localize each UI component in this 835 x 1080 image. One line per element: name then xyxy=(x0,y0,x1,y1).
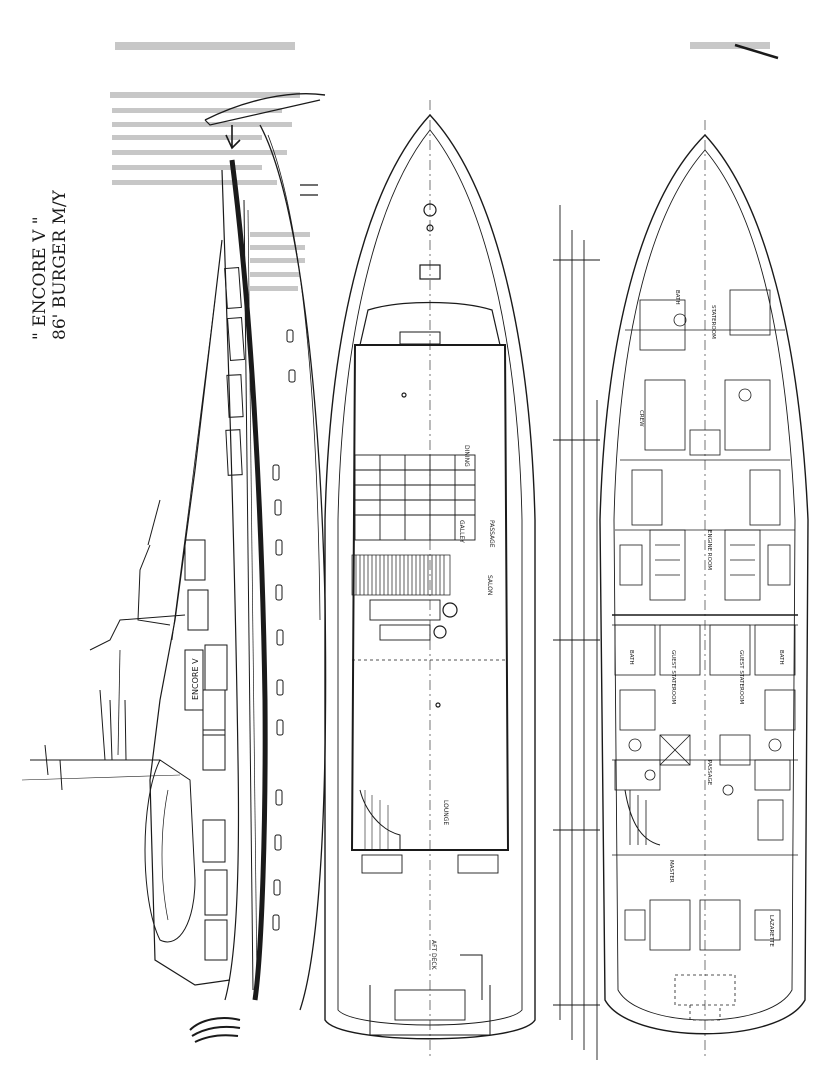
label-guest-stateroom-port: GUEST STATEROOM xyxy=(670,650,676,704)
label-passage: PASSAGE xyxy=(488,520,495,548)
label-crew: CREW xyxy=(638,410,644,427)
faded-text-smudge xyxy=(110,42,770,291)
label-engine-room: ENGINE ROOM xyxy=(706,530,712,570)
label-galley: GALLEY xyxy=(458,520,465,543)
label-stateroom-fwd: STATEROOM xyxy=(710,305,716,339)
label-bath-stbd: BATH xyxy=(778,650,784,665)
label-master: MASTER xyxy=(668,860,674,883)
lower-deck-plan: BATH STATEROOM CREW ENGINE ROOM GUEST ST… xyxy=(599,120,809,1060)
label-aft-deck: AFT DECK xyxy=(430,940,437,971)
hull-name-label: ENCORE V xyxy=(191,658,200,700)
label-passage-lower: PASSAGE xyxy=(706,760,712,786)
label-dining: DINING xyxy=(463,445,470,467)
label-lazarette: LAZARETTE xyxy=(768,915,774,947)
label-lounge: LOUNGE xyxy=(442,800,449,825)
dimension-lines xyxy=(553,205,600,1060)
label-bath-fwd: BATH xyxy=(674,290,680,305)
pen-mark xyxy=(734,43,779,60)
main-deck-plan: DINING GALLEY PASSAGE SALON LOUNGE AFT D… xyxy=(324,100,536,1060)
label-guest-stateroom-stbd: GUEST STATEROOM xyxy=(738,650,744,704)
label-salon: SALON xyxy=(486,575,493,595)
label-bath-port: BATH xyxy=(628,650,634,665)
